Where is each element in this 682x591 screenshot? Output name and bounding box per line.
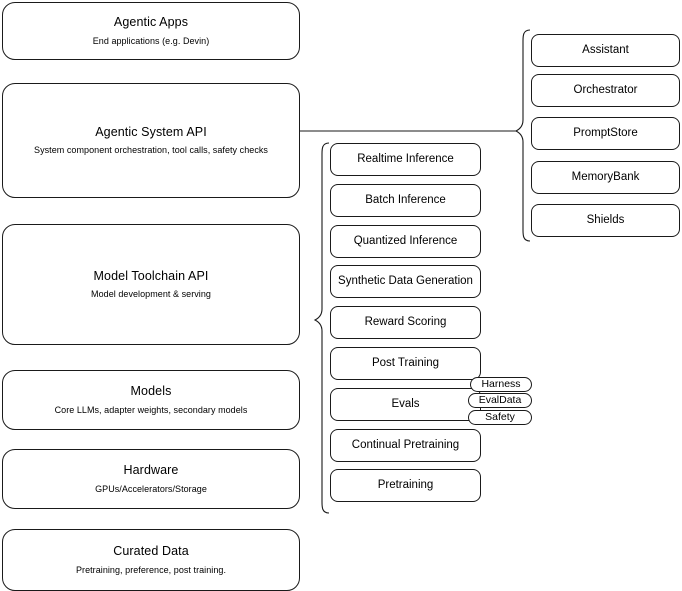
layer-box-model-toolchain-api[interactable]: Model Toolchain API Model development & …: [2, 224, 300, 345]
toolchain-item-pretraining[interactable]: Pretraining: [330, 469, 481, 502]
layer-subtitle: System component orchestration, tool cal…: [34, 145, 268, 156]
toolchain-item-label: Batch Inference: [365, 194, 446, 207]
system-component-label: Orchestrator: [573, 84, 638, 97]
toolchain-item-continual-pretraining[interactable]: Continual Pretraining: [330, 429, 481, 462]
toolchain-item-batch-inference[interactable]: Batch Inference: [330, 184, 481, 217]
layer-box-hardware[interactable]: Hardware GPUs/Accelerators/Storage: [2, 449, 300, 509]
eval-badge-harness[interactable]: Harness: [470, 377, 532, 392]
toolchain-components-brace: [313, 142, 330, 514]
system-component-label: Assistant: [582, 44, 629, 57]
toolchain-item-reward-scoring[interactable]: Reward Scoring: [330, 306, 481, 339]
layer-title: Models: [130, 384, 172, 399]
toolchain-item-label: Synthetic Data Generation: [338, 275, 473, 288]
layer-title: Model Toolchain API: [93, 268, 209, 283]
toolchain-item-label: Continual Pretraining: [351, 439, 460, 452]
system-component-memorybank[interactable]: MemoryBank: [531, 161, 680, 194]
toolchain-item-label: Pretraining: [377, 479, 434, 492]
toolchain-item-synthetic-data-generation[interactable]: Synthetic Data Generation: [330, 265, 481, 298]
layer-box-agentic-system-api[interactable]: Agentic System API System component orch…: [2, 83, 300, 198]
layer-title: Curated Data: [113, 544, 189, 559]
system-component-label: Shields: [586, 214, 625, 227]
toolchain-item-label: Post Training: [371, 357, 440, 370]
toolchain-item-label: Reward Scoring: [364, 316, 447, 329]
layer-subtitle: Core LLMs, adapter weights, secondary mo…: [54, 404, 248, 415]
eval-badge-label: EvalData: [478, 394, 522, 407]
layer-box-models[interactable]: Models Core LLMs, adapter weights, secon…: [2, 370, 300, 430]
system-component-assistant[interactable]: Assistant: [531, 34, 680, 67]
layer-subtitle: End applications (e.g. Devin): [92, 35, 210, 46]
toolchain-item-label: Quantized Inference: [353, 235, 458, 248]
system-component-orchestrator[interactable]: Orchestrator: [531, 74, 680, 107]
eval-badge-evaldata[interactable]: EvalData: [468, 393, 532, 408]
layer-title: Agentic Apps: [113, 15, 189, 30]
system-components-brace: [514, 29, 531, 242]
toolchain-item-evals[interactable]: Evals: [330, 388, 481, 421]
system-component-promptstore[interactable]: PromptStore: [531, 117, 680, 150]
toolchain-item-quantized-inference[interactable]: Quantized Inference: [330, 225, 481, 258]
layer-subtitle: GPUs/Accelerators/Storage: [95, 483, 207, 494]
toolchain-item-realtime-inference[interactable]: Realtime Inference: [330, 143, 481, 176]
toolchain-item-label: Realtime Inference: [357, 153, 454, 166]
layer-subtitle: Pretraining, preference, post training.: [75, 564, 227, 575]
layer-box-curated-data[interactable]: Curated Data Pretraining, preference, po…: [2, 529, 300, 591]
system-component-shields[interactable]: Shields: [531, 204, 680, 237]
toolchain-item-post-training[interactable]: Post Training: [330, 347, 481, 380]
layer-title: Hardware: [123, 463, 179, 478]
layer-title: Agentic System API: [95, 124, 207, 139]
system-component-label: MemoryBank: [571, 171, 640, 184]
eval-badge-label: Harness: [481, 378, 521, 391]
system-component-label: PromptStore: [573, 127, 638, 140]
eval-badge-safety[interactable]: Safety: [468, 410, 532, 425]
toolchain-item-label: Evals: [391, 398, 420, 411]
eval-badge-label: Safety: [485, 411, 515, 424]
layer-subtitle: Model development & serving: [91, 289, 211, 300]
layer-box-agentic-apps[interactable]: Agentic Apps End applications (e.g. Devi…: [2, 2, 300, 60]
